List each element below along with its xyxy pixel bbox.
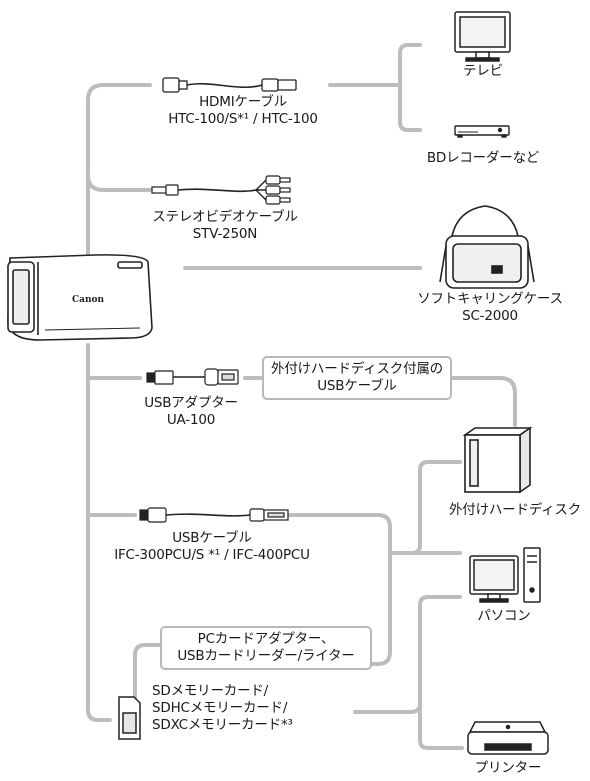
usb-adapter-icon [146,368,239,386]
sd-card-line3: SDXCメモリーカード*³ [152,717,293,733]
usb-adapter-label: USBアダプター UA-100 [144,395,238,429]
usb-adapter-model: UA-100 [166,412,216,428]
carry-case-label: ソフトキャリングケース SC-2000 [417,291,563,325]
card-reader-box: PCカードアダプター、 USBカードリーダー/ライター [160,626,372,670]
printer-label: プリンター [474,760,542,776]
card-reader-line1: PCカードアダプター、 [197,631,335,647]
usb-cable-model: IFC-300PCU/S *¹ / IFC-400PCU [114,547,310,563]
stereo-video-cable-icon [151,175,291,205]
hdmi-cable-icon [162,77,297,93]
carry-case-model: SC-2000 [462,308,518,324]
tv-label: テレビ [463,63,503,79]
sd-card-line1: SDメモリーカード/ [152,683,269,699]
ext-hdd-usb-cable-box: 外付けハードディスク付属の USBケーブル [262,356,452,400]
ext-hdd-usb-cable-line1: 外付けハードディスク付属の [271,361,443,377]
sd-card-line2: SDHCメモリーカード/ [152,700,288,716]
hdmi-cable-model: HTC-100/S*¹ / HTC-100 [168,111,318,127]
stereo-cable-model: STV-250N [192,226,258,242]
printer-icon [467,721,549,755]
usb-adapter-name: USBアダプター [144,395,238,411]
tv-icon [454,11,511,62]
hdmi-cable-name: HDMIケーブル [199,94,287,110]
bd-recorder-label: BDレコーダーなど [426,150,540,166]
stereo-cable-label: ステレオビデオケーブル STV-250N [152,209,298,243]
connection-lines [86,43,517,750]
usb-cable-name: USBケーブル [172,530,252,546]
ext-hdd-label: 外付けハードディスク [448,502,582,518]
pc-icon [469,547,541,603]
carrying-case-icon [439,205,535,289]
camcorder-icon [7,254,153,341]
sd-card-icon [118,696,141,740]
ext-hdd-usb-cable-line2: USBケーブル [317,378,397,394]
sd-card-label: SDメモリーカード/ SDHCメモリーカード/ SDXCメモリーカード*³ [152,683,293,734]
camera-brand-logo: Canon [72,295,105,305]
external-hdd-icon [462,426,533,494]
usb-cable-icon [139,507,289,523]
card-reader-line2: USBカードリーダー/ライター [177,648,355,664]
pc-label: パソコン [477,608,531,624]
stereo-cable-name: ステレオビデオケーブル [152,209,298,225]
carry-case-name: ソフトキャリングケース [417,291,563,307]
usb-cable-label: USBケーブル IFC-300PCU/S *¹ / IFC-400PCU [114,530,310,564]
hdmi-cable-label: HDMIケーブル HTC-100/S*¹ / HTC-100 [168,94,318,128]
bd-recorder-icon [454,125,510,138]
